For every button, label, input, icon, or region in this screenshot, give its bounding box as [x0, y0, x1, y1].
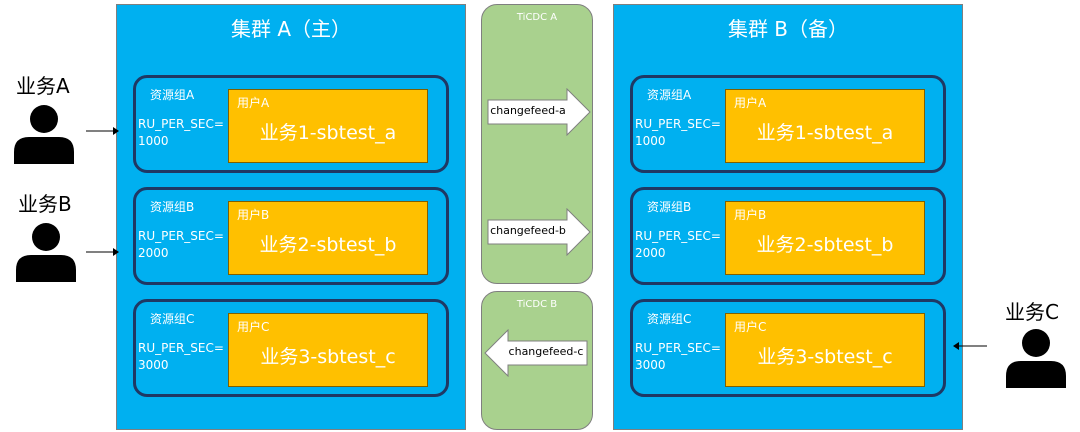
ru-per-sec-label: RU_PER_SEC= [635, 117, 721, 131]
right-arrow-icon [487, 207, 591, 257]
business-b-arrow [86, 248, 119, 256]
ru-per-sec-value: 3000 [138, 358, 169, 372]
resource-group-name: 资源组C [150, 312, 195, 326]
changefeed-label: changefeed-b [490, 224, 566, 237]
ru-per-sec-value: 1000 [138, 134, 169, 148]
user-box: 用户B 业务2-sbtest_b [228, 201, 428, 275]
cluster-a-title: 集群 A（主） [230, 17, 352, 41]
resource-group-c: 资源组C RU_PER_SEC= 3000 用户C 业务3-sbtest_c [133, 299, 449, 397]
ru-per-sec-label: RU_PER_SEC= [138, 117, 224, 131]
changefeed-c-arrow: changefeed-c [484, 328, 588, 378]
cluster-b-title: 集群 B（备） [727, 17, 849, 41]
ru-per-sec-label: RU_PER_SEC= [635, 229, 721, 243]
resource-group-b: 资源组B RU_PER_SEC= 2000 用户B 业务2-sbtest_b [133, 187, 449, 285]
business-a-arrow [86, 127, 119, 135]
changefeed-a-arrow: changefeed-a [487, 87, 591, 137]
person-icon [14, 105, 74, 164]
ru-per-sec-label: RU_PER_SEC= [635, 341, 721, 355]
right-arrow-icon [487, 87, 591, 137]
business-a-label: 业务A [16, 74, 70, 98]
business-database: 业务2-sbtest_b [756, 234, 894, 256]
resource-group-a: 资源组A RU_PER_SEC= 1000 用户A 业务1-sbtest_a [630, 75, 946, 173]
left-arrow-icon [484, 328, 588, 378]
resource-group-name: 资源组B [150, 200, 195, 214]
business-database: 业务3-sbtest_c [260, 346, 396, 368]
business-database: 业务1-sbtest_a [259, 122, 397, 144]
changefeed-label: changefeed-c [508, 345, 584, 358]
ru-per-sec-value: 3000 [635, 358, 666, 372]
user-name: 用户B [237, 208, 270, 222]
user-box: 用户C 业务3-sbtest_c [228, 313, 428, 387]
changefeed-b-arrow: changefeed-b [487, 207, 591, 257]
resource-group-name: 资源组B [647, 200, 692, 214]
resource-group-name: 资源组A [647, 88, 692, 102]
cluster-b: 集群 B（备） 资源组A RU_PER_SEC= 1000 用户A 业务1-sb… [613, 4, 963, 430]
user-name: 用户A [734, 96, 767, 110]
ru-per-sec-value: 2000 [138, 246, 169, 260]
user-name: 用户C [237, 320, 270, 334]
ru-per-sec-label: RU_PER_SEC= [138, 229, 224, 243]
user-name: 用户A [237, 96, 270, 110]
person-icon [16, 223, 76, 282]
business-b-label: 业务B [18, 192, 72, 216]
user-name: 用户C [734, 320, 767, 334]
resource-group-name: 资源组C [647, 312, 692, 326]
resource-group-name: 资源组A [150, 88, 195, 102]
ticdc-b-title: TiCDC B [516, 299, 558, 310]
ticdc-a-title: TiCDC A [516, 12, 558, 23]
changefeed-label: changefeed-a [490, 104, 566, 117]
person-icon [1006, 329, 1066, 388]
ru-per-sec-label: RU_PER_SEC= [138, 341, 224, 355]
resource-group-c: 资源组C RU_PER_SEC= 3000 用户C 业务3-sbtest_c [630, 299, 946, 397]
user-box: 用户A 业务1-sbtest_a [228, 89, 428, 163]
resource-group-b: 资源组B RU_PER_SEC= 2000 用户B 业务2-sbtest_b [630, 187, 946, 285]
user-name: 用户B [734, 208, 767, 222]
cluster-a: 集群 A（主） 资源组A RU_PER_SEC= 1000 用户A 业务1-sb… [116, 4, 466, 430]
business-c-arrow [953, 342, 987, 350]
business-c-label: 业务C [1005, 300, 1059, 324]
user-box: 用户A 业务1-sbtest_a [725, 89, 925, 163]
user-box: 用户B 业务2-sbtest_b [725, 201, 925, 275]
business-database: 业务1-sbtest_a [756, 122, 894, 144]
ru-per-sec-value: 2000 [635, 246, 666, 260]
ru-per-sec-value: 1000 [635, 134, 666, 148]
business-database: 业务3-sbtest_c [757, 346, 893, 368]
resource-group-a: 资源组A RU_PER_SEC= 1000 用户A 业务1-sbtest_a [133, 75, 449, 173]
user-box: 用户C 业务3-sbtest_c [725, 313, 925, 387]
business-database: 业务2-sbtest_b [259, 234, 397, 256]
